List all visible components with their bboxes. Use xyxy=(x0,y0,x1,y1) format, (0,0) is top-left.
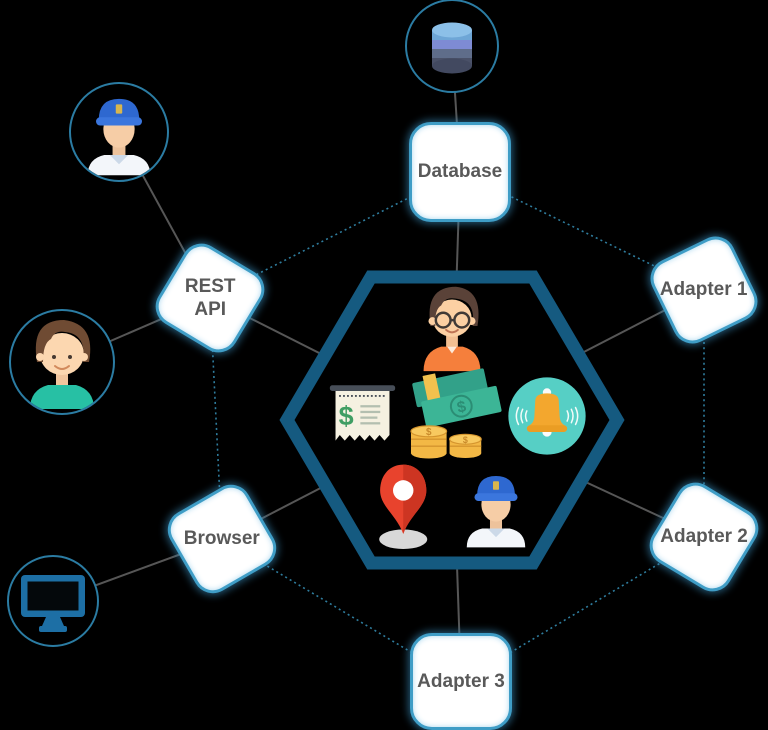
bell-vibration-marks xyxy=(515,406,579,426)
monitor-icon xyxy=(7,555,99,647)
officer-glyph xyxy=(466,476,526,548)
location-pin-glyph xyxy=(379,464,428,550)
location-pin-icon xyxy=(373,461,437,550)
coin-dollar-left: $ xyxy=(426,427,432,438)
node-adapter2-label: Adapter 2 xyxy=(660,526,748,548)
notification-bell-icon xyxy=(505,374,589,458)
bell-glyph xyxy=(508,377,586,455)
node-browser-label: Browser xyxy=(183,528,261,550)
officer-avatar-icon xyxy=(69,82,169,182)
money-icon: $ $ $ xyxy=(404,368,508,462)
officer-avatar-glyph xyxy=(87,98,151,176)
receipt-icon: $ xyxy=(327,381,398,452)
database-cylinder-icon xyxy=(405,0,499,93)
bill-dollar: $ xyxy=(456,398,468,416)
user-avatar-icon xyxy=(9,309,115,415)
database-cylinder-glyph xyxy=(432,22,472,74)
receipt-glyph: $ xyxy=(329,385,396,441)
node-adapter1-label: Adapter 1 xyxy=(660,279,748,301)
rest-api-line2: API xyxy=(194,299,226,320)
money-glyph: $ $ $ xyxy=(410,368,502,459)
user-avatar-glyph xyxy=(30,320,94,409)
receipt-dollar: $ xyxy=(339,401,354,431)
person-glasses-icon xyxy=(403,280,501,372)
coin-dollar-right: $ xyxy=(463,435,468,445)
officer-icon xyxy=(453,464,539,550)
connector-browser-restapi xyxy=(209,297,223,540)
connector-database-adapter1 xyxy=(459,171,705,291)
node-database: Database xyxy=(409,122,511,222)
node-adapter3: Adapter 3 xyxy=(410,633,512,730)
rest-api-line1: REST xyxy=(184,275,236,297)
node-database-label: Database xyxy=(417,161,503,183)
monitor-glyph xyxy=(21,575,85,632)
node-adapter3-label: Adapter 3 xyxy=(417,670,505,692)
person-glasses-glyph xyxy=(423,286,481,372)
